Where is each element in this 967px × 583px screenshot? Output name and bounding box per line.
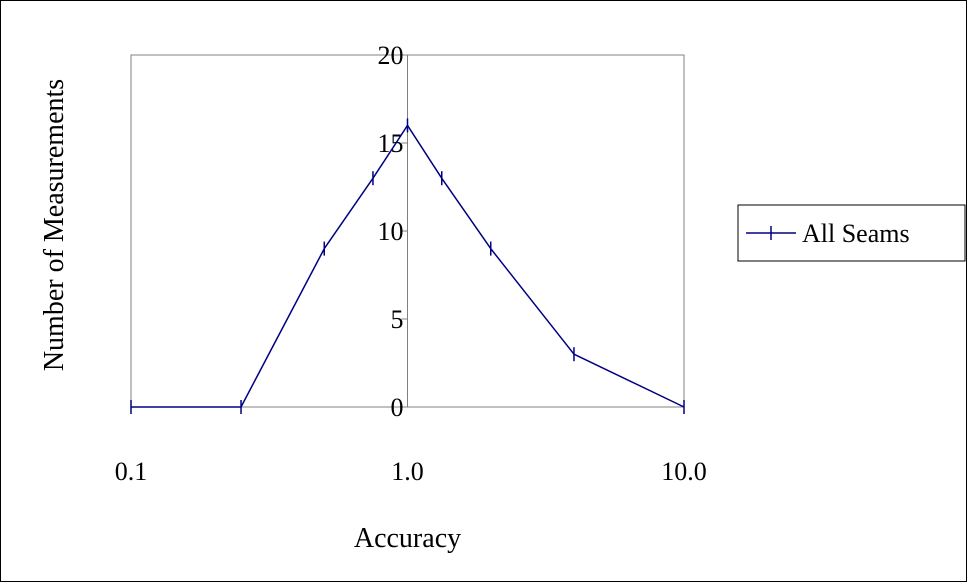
y-tick-label: 15 xyxy=(378,129,404,158)
y-tick-label: 0 xyxy=(391,393,404,422)
y-tick-label: 20 xyxy=(378,41,404,70)
x-tick-label: 1.0 xyxy=(391,457,424,486)
x-tick-label: 0.1 xyxy=(115,457,148,486)
x-axis: 0.1 1.0 10.0 xyxy=(115,406,707,486)
series-layer xyxy=(130,118,685,414)
x-axis-title: Accuracy xyxy=(354,523,461,554)
y-axis: 0 5 10 15 20 xyxy=(378,41,408,422)
y-tick-label: 5 xyxy=(391,305,404,334)
legend-label: All Seams xyxy=(802,219,910,248)
y-tick-label: 10 xyxy=(378,217,404,246)
legend: All Seams xyxy=(737,204,966,262)
y-axis-title: Number of Measurements xyxy=(39,79,70,371)
x-tick-label: 10.0 xyxy=(661,457,707,486)
